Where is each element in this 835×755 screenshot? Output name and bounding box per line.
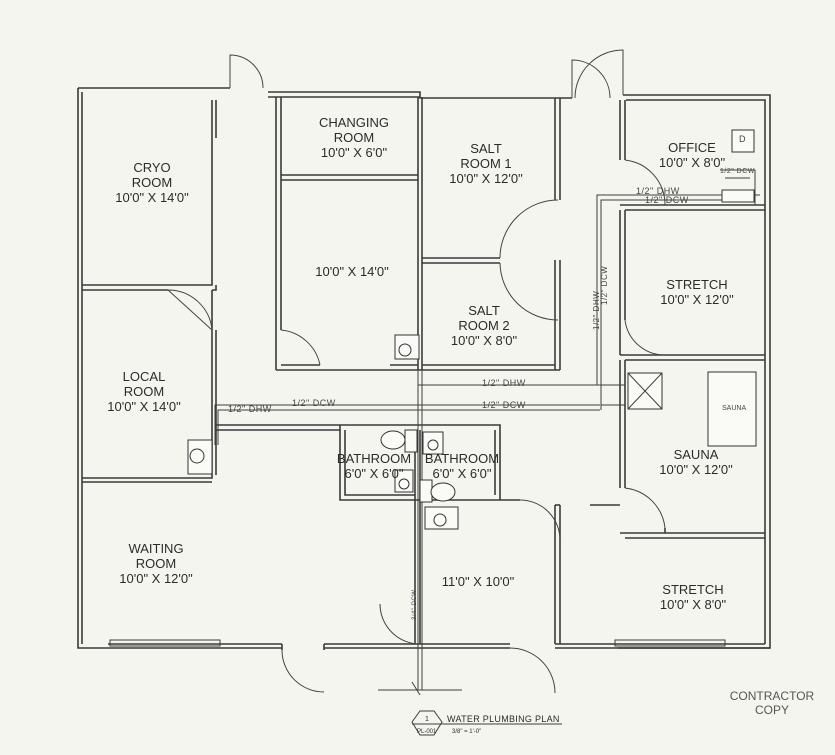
room-name: OFFICE bbox=[668, 140, 716, 155]
plan-scale: 3/8" = 1'-0" bbox=[452, 729, 482, 735]
room-office: OFFICE 10'0" X 8'0" bbox=[659, 140, 725, 170]
room-size: 10'0" X 12'0" bbox=[119, 571, 193, 586]
room-name: STRETCH bbox=[662, 582, 724, 597]
windows bbox=[109, 639, 726, 647]
room-size: 6'0" X 6'0" bbox=[344, 466, 404, 481]
room-lower-center: 11'0" X 10'0" bbox=[442, 574, 515, 589]
room-size: 10'0" X 14'0" bbox=[115, 190, 189, 205]
room-name: WAITING bbox=[128, 541, 184, 556]
room-size: 6'0" X 6'0" bbox=[432, 466, 492, 481]
room-name: CRYO bbox=[133, 160, 171, 175]
contractor-copy-stamp: CONTRACTOR COPY bbox=[722, 689, 822, 717]
office-box-label: D bbox=[739, 134, 746, 144]
room-name: ROOM bbox=[135, 556, 177, 571]
room-salt-2: SALT ROOM 2 10'0" X 8'0" bbox=[451, 303, 517, 348]
room-bathroom-2: BATHROOM 6'0" X 6'0" bbox=[425, 451, 499, 481]
room-name: SALT bbox=[470, 141, 502, 156]
room-name: ROOM 1 bbox=[460, 156, 512, 171]
room-size: 10'0" X 8'0" bbox=[450, 333, 518, 348]
plan-title-marker bbox=[411, 710, 562, 736]
pipe-label-dcw-corridor: 1/2" DCW bbox=[482, 400, 526, 410]
pipe-label-main: 3/4" DCW bbox=[412, 589, 418, 620]
room-salt-1: SALT ROOM 1 10'0" X 12'0" bbox=[449, 141, 522, 186]
pipe-label-dhw-corridor: 1/2" DHW bbox=[482, 378, 526, 388]
room-size: 10'0" X 8'0" bbox=[659, 597, 727, 612]
room-cryo: CRYO ROOM 10'0" X 14'0" bbox=[115, 160, 188, 205]
room-name: ROOM bbox=[333, 130, 375, 145]
sheet-reference: PL-001 bbox=[417, 729, 437, 735]
interior-walls bbox=[82, 97, 765, 644]
room-name: SAUNA bbox=[673, 447, 719, 462]
plan-title: WATER PLUMBING PLAN bbox=[447, 714, 560, 724]
doors bbox=[166, 49, 666, 694]
room-local: LOCAL ROOM 10'0" X 14'0" bbox=[107, 369, 180, 414]
pipe-label-office-fixture: 1/2" DCW bbox=[720, 168, 755, 175]
room-waiting: WAITING ROOM 10'0" X 12'0" bbox=[119, 541, 192, 586]
plumbing-lines bbox=[214, 169, 760, 696]
room-size: 10'0" X 8'0" bbox=[658, 155, 726, 170]
stamp-line: CONTRACTOR bbox=[729, 689, 815, 703]
room-size: 10'0" X 14'0" bbox=[107, 399, 181, 414]
room-size: 10'0" X 6'0" bbox=[320, 145, 388, 160]
room-size: 10'0" X 12'0" bbox=[659, 462, 733, 477]
room-sauna: SAUNA 10'0" X 12'0" bbox=[659, 447, 732, 477]
room-name: CHANGING bbox=[318, 115, 390, 130]
room-size: 10'0" X 14'0" bbox=[315, 264, 389, 279]
plan-number: 1 bbox=[425, 716, 429, 723]
room-stretch-1: STRETCH 10'0" X 12'0" bbox=[660, 277, 733, 307]
room-changing: CHANGING ROOM 10'0" X 6'0" bbox=[319, 115, 389, 160]
room-name: LOCAL bbox=[122, 369, 166, 384]
room-name: ROOM 2 bbox=[458, 318, 510, 333]
room-size: 11'0" X 10'0" bbox=[441, 574, 515, 589]
room-bathroom-1: BATHROOM 6'0" X 6'0" bbox=[337, 451, 411, 481]
pipe-label-dcw-local: 1/2" DCW bbox=[292, 398, 336, 408]
room-name: STRETCH bbox=[666, 277, 728, 292]
room-name: SALT bbox=[468, 303, 500, 318]
plumbing-fixtures bbox=[187, 129, 757, 530]
room-size: 10'0" X 12'0" bbox=[660, 292, 734, 307]
pipe-label-dcw-vertical: 1/2" DCW bbox=[600, 265, 609, 305]
stamp-line: COPY bbox=[754, 703, 789, 717]
pipe-label-dhw-local: 1/2" DHW bbox=[228, 404, 272, 414]
outer-walls bbox=[77, 87, 771, 650]
room-stretch-2: STRETCH 10'0" X 8'0" bbox=[660, 582, 726, 612]
room-name: ROOM bbox=[123, 384, 165, 399]
pipe-label-dcw-office: 1/2" DCW bbox=[645, 195, 689, 205]
room-center: 10'0" X 14'0" bbox=[315, 264, 388, 279]
room-name: BATHROOM bbox=[424, 451, 500, 466]
sauna-unit-label: SAUNA bbox=[722, 405, 747, 412]
room-size: 10'0" X 12'0" bbox=[449, 171, 523, 186]
pipe-label-dhw-office: 1/2" DHW bbox=[636, 186, 680, 196]
room-name: ROOM bbox=[131, 175, 173, 190]
room-name: BATHROOM bbox=[336, 451, 412, 466]
